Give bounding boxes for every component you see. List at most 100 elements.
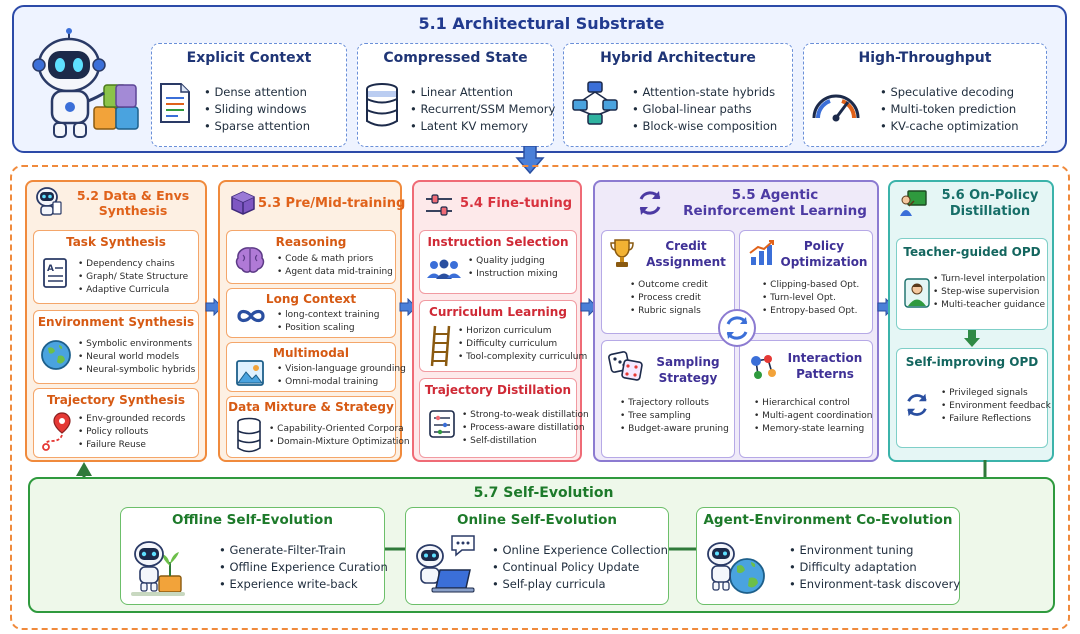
on-policy-title-line2: Distillation bbox=[949, 204, 1031, 219]
list-item: Horizon curriculum bbox=[458, 325, 587, 338]
list-item: Code & math priors bbox=[277, 253, 393, 266]
interaction-patterns-card: Interaction Patterns Hierarchical contro… bbox=[739, 340, 873, 458]
policy-optimization-title-line1: Policy bbox=[803, 239, 845, 253]
control-panel-icon bbox=[429, 410, 455, 438]
credit-assignment-title-line1: Credit bbox=[665, 239, 707, 253]
list-item: Environment tuning bbox=[789, 542, 960, 559]
instruction-selection-list: Quality judging Instruction mixing bbox=[468, 255, 558, 281]
molecule-icon bbox=[751, 355, 776, 379]
list-item: Multi-token prediction bbox=[880, 101, 1019, 118]
compressed-state-list: Linear Attention Recurrent/SSM Memory La… bbox=[410, 84, 555, 135]
list-item: KV-cache optimization bbox=[880, 118, 1018, 135]
list-item: Env-grounded records bbox=[78, 413, 185, 426]
globe-icon bbox=[41, 340, 71, 370]
instruction-selection-title: Instruction Selection bbox=[427, 235, 569, 249]
list-item: Self-play curricula bbox=[492, 576, 668, 593]
list-item: Agent data mid-training bbox=[277, 266, 393, 279]
list-item: Speculative decoding bbox=[880, 84, 1019, 101]
database-icon bbox=[366, 83, 398, 127]
teacher-avatar-icon bbox=[904, 278, 930, 308]
list-item: Difficulty curriculum bbox=[458, 338, 587, 351]
list-item: Entropy-based Opt. bbox=[762, 305, 859, 318]
high-throughput-card: High-Throughput Speculative decoding Mul… bbox=[803, 43, 1047, 147]
architectural-substrate-panel: 5.1 Architectural Substrate Explicit Con… bbox=[12, 5, 1067, 153]
list-item: Hierarchical control bbox=[754, 397, 872, 410]
list-item: Rubric signals bbox=[630, 305, 708, 318]
self-improving-opd-title: Self-improving OPD bbox=[905, 355, 1039, 369]
list-item: Tool-complexity curriculum bbox=[458, 351, 587, 364]
long-context-title: Long Context bbox=[265, 292, 357, 306]
credit-assignment-title-line2: Assignment bbox=[646, 255, 726, 269]
list-item: Graph/ State Structure bbox=[78, 271, 188, 284]
list-item: Latent KV memory bbox=[410, 118, 555, 135]
robot-laptop-icon bbox=[416, 535, 475, 593]
list-item: Process credit bbox=[630, 292, 708, 305]
offline-self-evolution-title: Offline Self-Evolution bbox=[172, 512, 333, 528]
teacher-board-icon bbox=[900, 190, 927, 216]
policy-optimization-list: Clipping-based Opt. Turn-level Opt. Entr… bbox=[762, 279, 859, 318]
list-item: Linear Attention bbox=[410, 84, 555, 101]
infinity-icon bbox=[237, 309, 265, 323]
list-item: Step-wise supervision bbox=[933, 286, 1045, 299]
task-synthesis-list: Dependency chains Graph/ State Structure… bbox=[78, 258, 188, 297]
reasoning-title: Reasoning bbox=[275, 235, 347, 249]
multimodal-title: Multimodal bbox=[273, 346, 349, 360]
list-item: Clipping-based Opt. bbox=[762, 279, 859, 292]
robot-mascot-icon bbox=[32, 28, 139, 138]
offline-self-evolution-card: Offline Self-Evolution Generate-Filter-T… bbox=[120, 507, 388, 605]
list-item: Offline Experience Curation bbox=[219, 559, 387, 576]
list-item: Capability-Oriented Corpora bbox=[269, 423, 410, 436]
trajectory-distillation-card: Trajectory Distillation Strong-to-weak d… bbox=[419, 378, 589, 458]
list-item: Memory-state learning bbox=[754, 423, 872, 436]
sampling-strategy-title-line2: Strategy bbox=[658, 371, 718, 385]
list-item: Neural world models bbox=[78, 351, 195, 364]
list-item: Policy rollouts bbox=[78, 426, 185, 439]
list-item: Multi-teacher guidance bbox=[933, 299, 1045, 312]
list-item: Symbolic environments bbox=[78, 338, 195, 351]
robot-clipboard-icon bbox=[36, 187, 62, 216]
list-item: Turn-level interpolation bbox=[933, 273, 1045, 286]
list-item: Difficulty adaptation bbox=[789, 559, 960, 576]
document-icon bbox=[160, 83, 190, 123]
substrate-title: 5.1 Architectural Substrate bbox=[418, 14, 665, 33]
multimodal-list: Vision-language grounding Omni-modal tra… bbox=[277, 363, 406, 389]
list-item: Neural-symbolic hybrids bbox=[78, 364, 195, 377]
agentic-rl-title-line1: 5.5 Agentic bbox=[731, 187, 819, 203]
offline-self-evolution-list: Generate-Filter-Train Offline Experience… bbox=[219, 542, 387, 593]
card-connector-lines bbox=[385, 547, 696, 551]
refresh-cycle-icon bbox=[907, 393, 927, 417]
interaction-patterns-title-line1: Interaction bbox=[787, 351, 863, 365]
sliders-icon bbox=[426, 194, 452, 216]
long-context-list: long-context training Position scaling bbox=[277, 309, 379, 335]
dice-icon bbox=[608, 351, 643, 381]
network-icon bbox=[572, 81, 618, 125]
trajectory-distillation-title: Trajectory Distillation bbox=[424, 383, 572, 397]
on-policy-distillation-panel: 5.6 On-Policy Distillation Teacher-guide… bbox=[888, 180, 1054, 462]
sampling-strategy-list: Trajectory rollouts Tree sampling Budget… bbox=[620, 397, 729, 436]
list-item: Privileged signals bbox=[941, 387, 1051, 400]
list-item: Process-aware distillation bbox=[462, 422, 589, 435]
database-icon bbox=[237, 417, 261, 453]
text-document-icon: A bbox=[43, 258, 67, 288]
trajectory-synthesis-card: Trajectory Synthesis Env-grounded record… bbox=[33, 388, 199, 458]
explicit-context-title: Explicit Context bbox=[186, 50, 312, 66]
robot-plant-icon bbox=[131, 541, 185, 596]
high-throughput-title: High-Throughput bbox=[858, 50, 992, 66]
co-evolution-title: Agent-Environment Co-Evolution bbox=[703, 512, 953, 528]
curriculum-learning-title: Curriculum Learning bbox=[429, 305, 567, 319]
list-item: Outcome credit bbox=[630, 279, 708, 292]
cube-icon bbox=[231, 191, 255, 215]
list-item: Dependency chains bbox=[78, 258, 188, 271]
data-mixture-title: Data Mixture & Strategy bbox=[228, 400, 394, 414]
credit-assignment-list: Outcome credit Process credit Rubric sig… bbox=[630, 279, 708, 318]
sampling-strategy-card: Sampling Strategy Trajectory rollouts Tr… bbox=[601, 340, 735, 458]
trajectory-distillation-list: Strong-to-weak distillation Process-awar… bbox=[462, 409, 589, 448]
list-item: Online Experience Collection bbox=[492, 542, 667, 559]
data-envs-synthesis-panel: 5.2 Data & Envs Synthesis Task Synthesis… bbox=[25, 180, 207, 462]
reasoning-list: Code & math priors Agent data mid-traini… bbox=[277, 253, 393, 279]
hybrid-architecture-title: Hybrid Architecture bbox=[600, 50, 756, 66]
list-item: Attention-state hybrids bbox=[632, 84, 777, 101]
online-self-evolution-title: Online Self-Evolution bbox=[456, 512, 618, 528]
data-mixture-card: Data Mixture & Strategy Capability-Orien… bbox=[226, 396, 410, 458]
self-evolution-panel: 5.7 Self-Evolution Offline Self-Evolutio… bbox=[28, 477, 1055, 613]
